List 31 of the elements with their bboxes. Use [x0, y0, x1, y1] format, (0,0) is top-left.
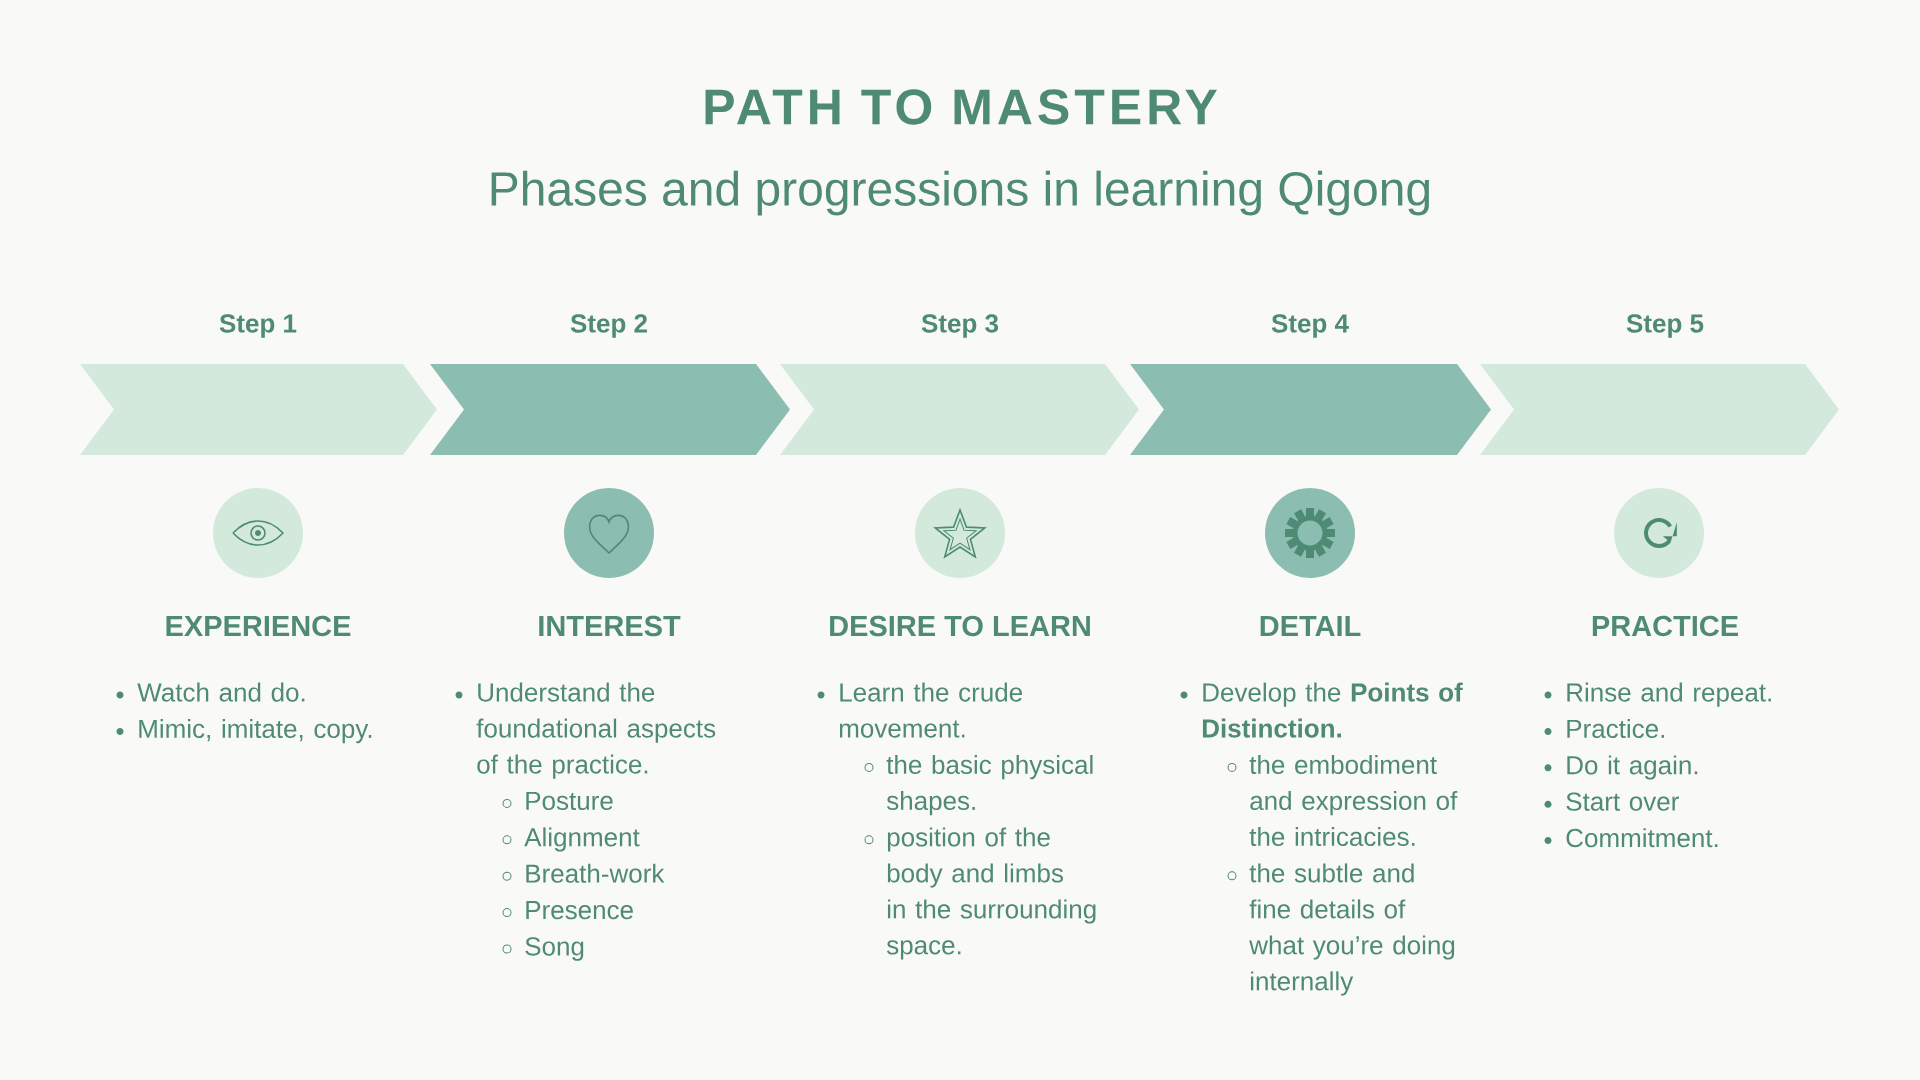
- bullet-item: Commitment.: [1544, 828, 1718, 848]
- bullet-item: Learn the crude movement.: [817, 682, 1022, 738]
- step-heading: INTEREST: [539, 615, 681, 637]
- node-label: Step 2: [570, 314, 647, 338]
- bullet-item: Start over: [1544, 792, 1679, 811]
- node-label: Step 3: [921, 314, 999, 338]
- title: PATH TO MASTERY: [705, 89, 1217, 125]
- node-label: Step 5: [1626, 314, 1704, 338]
- bullet-item: the subtle and fine details of what you’re doing internally: [1227, 863, 1455, 996]
- bullet-item: the basic physical shapes.: [864, 755, 1093, 816]
- step-heading: EXPERIENCE: [166, 615, 351, 637]
- bullet-item: Develop the Points of Distinction.: [1180, 682, 1463, 738]
- bullet-item: Breath-work: [502, 863, 665, 883]
- bullet-item: Practice.: [1544, 719, 1664, 739]
- subtitle: Phases and progressions in learning Qigong: [491, 170, 1429, 216]
- bullet-item: position of the body and limbs in the surrounding space.: [864, 827, 1096, 960]
- bullet-item: Watch and do.: [116, 682, 305, 702]
- node-label: Step 1: [219, 314, 297, 338]
- bullet-item: Alignment: [502, 827, 640, 852]
- bullet-item: Posture: [502, 791, 613, 811]
- bullet-item: Rinse and repeat.: [1544, 682, 1771, 707]
- step-heading: DESIRE TO LEARN: [830, 615, 1090, 637]
- bullet-item: Do it again.: [1544, 755, 1698, 780]
- bullet-item: Song: [502, 937, 584, 961]
- bullet-item: the embodiment and expression of the intricacies.: [1227, 755, 1458, 847]
- step-heading: PRACTICE: [1592, 615, 1738, 637]
- node-label: Step 4: [1271, 314, 1349, 338]
- bullet-item: Presence: [502, 901, 633, 920]
- step-heading: DETAIL: [1260, 616, 1361, 636]
- bullet-item: Mimic, imitate, copy.: [116, 719, 372, 744]
- bullet-item: Understand the foundational aspects of the practice.: [455, 682, 716, 779]
